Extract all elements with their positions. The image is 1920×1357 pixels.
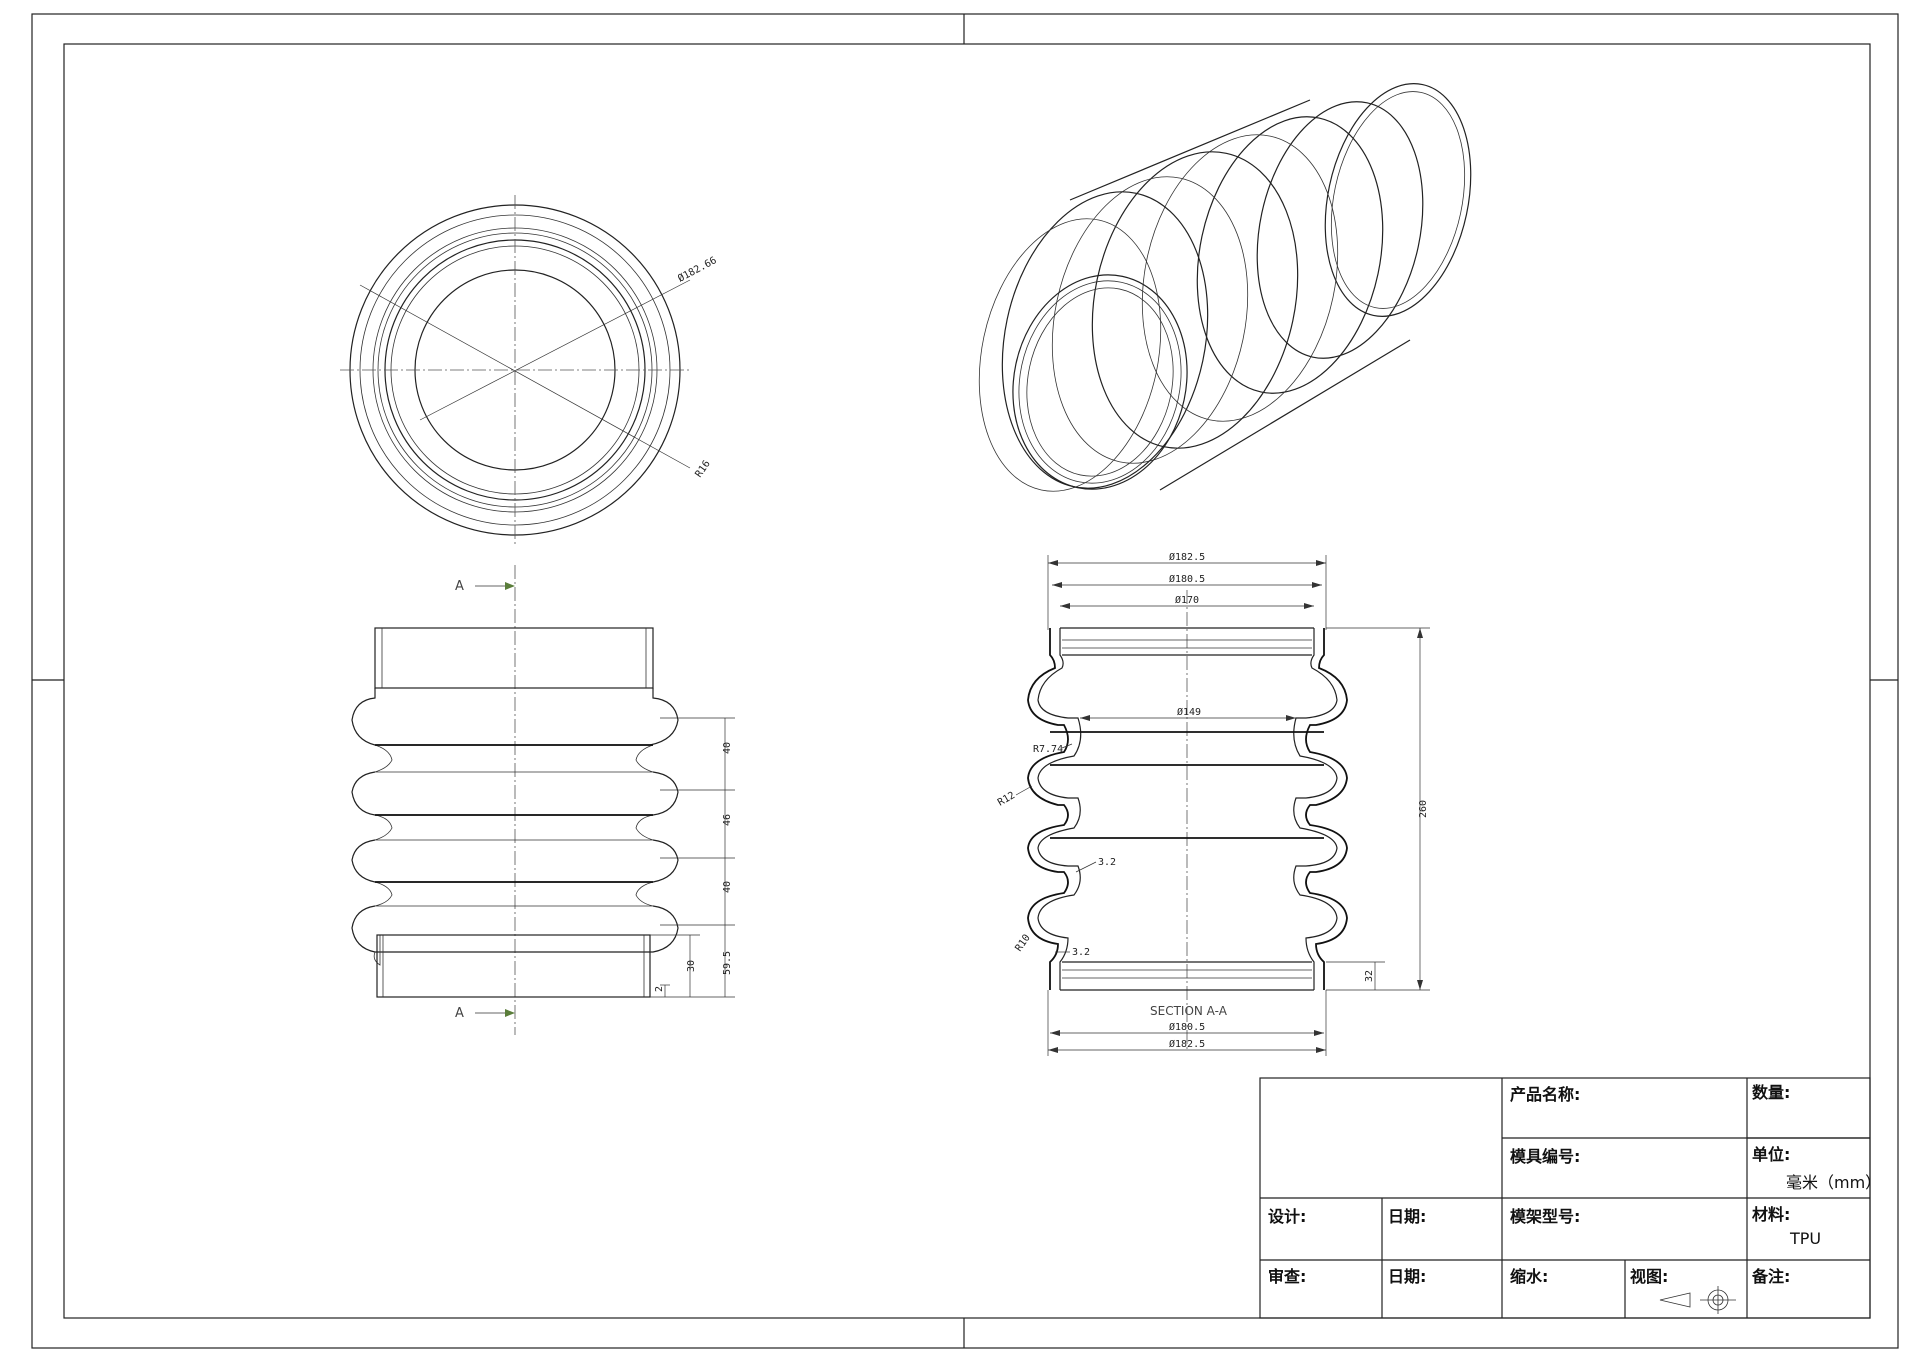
- section-flange-32: 32: [1364, 970, 1375, 982]
- shrink-label: 缩水:: [1510, 1267, 1548, 1286]
- section-dim-180-top: Ø180.5: [1169, 573, 1205, 585]
- section-height-260: 260: [1418, 800, 1429, 818]
- section-dim-170: Ø170: [1175, 594, 1199, 606]
- section-title: SECTION A-A: [1150, 1004, 1228, 1018]
- section-dim-182-top: Ø182.5: [1169, 551, 1205, 563]
- mold-frame-label: 模架型号:: [1510, 1207, 1580, 1226]
- material-label: 材料:: [1752, 1205, 1790, 1224]
- quantity-label: 数量:: [1752, 1083, 1790, 1102]
- unit-label: 单位:: [1752, 1145, 1790, 1164]
- projection-symbol-icon: [1659, 1286, 1736, 1314]
- top-view-diameter: Ø182.66: [676, 254, 719, 284]
- section-dim-149: Ø149: [1177, 706, 1201, 718]
- radius-r10: R10: [1013, 933, 1032, 954]
- date-label-2: 日期:: [1388, 1267, 1426, 1286]
- front-dim-4: 59.5: [722, 951, 733, 975]
- view-label: 视图:: [1630, 1267, 1668, 1286]
- date-label-1: 日期:: [1388, 1207, 1426, 1226]
- thickness-1: 3.2: [1098, 857, 1116, 868]
- top-view-r-note: R16: [693, 459, 712, 480]
- thickness-2: 3.2: [1072, 947, 1090, 958]
- front-dim-1: 40: [722, 742, 733, 754]
- section-arrow-top: [505, 582, 515, 590]
- section-arrow-bottom: [505, 1009, 515, 1017]
- front-dim-6: 2: [654, 986, 665, 992]
- section-dim-182-bottom: Ø182.5: [1169, 1038, 1205, 1050]
- mold-number-label: 模具编号:: [1510, 1147, 1580, 1166]
- top-view: Ø182.66 R16: [340, 195, 719, 545]
- isometric-view: [978, 83, 1472, 492]
- sheet-border: [31, 13, 1899, 1349]
- design-label: 设计:: [1268, 1207, 1306, 1226]
- review-label: 审查:: [1268, 1267, 1306, 1286]
- product-name-label: 产品名称:: [1510, 1085, 1580, 1104]
- section-mark-top: A: [455, 579, 464, 594]
- front-dim-2: 46: [722, 814, 733, 826]
- section-dim-180-bottom: Ø180.5: [1169, 1021, 1205, 1033]
- notes-label: 备注:: [1751, 1267, 1790, 1286]
- title-block: 产品名称: 数量: 模具编号: 单位: 毫米（mm） 设计: 日期: 模架型号:…: [1259, 1077, 1881, 1319]
- unit-value: 毫米（mm）: [1786, 1173, 1881, 1192]
- material-value: TPU: [1789, 1229, 1821, 1248]
- front-dim-5: 30: [686, 960, 697, 972]
- section-mark-bottom: A: [455, 1006, 464, 1021]
- front-view: 40 46 40 59.5 30 2 A A: [351, 565, 735, 1035]
- section-view: Ø182.5 Ø180.5 Ø170 Ø149 R7.74 R12 R10 3.…: [996, 551, 1430, 1056]
- front-dim-3: 40: [722, 881, 733, 893]
- radius-r12: R12: [996, 790, 1017, 809]
- radius-r774: R7.74: [1033, 744, 1063, 755]
